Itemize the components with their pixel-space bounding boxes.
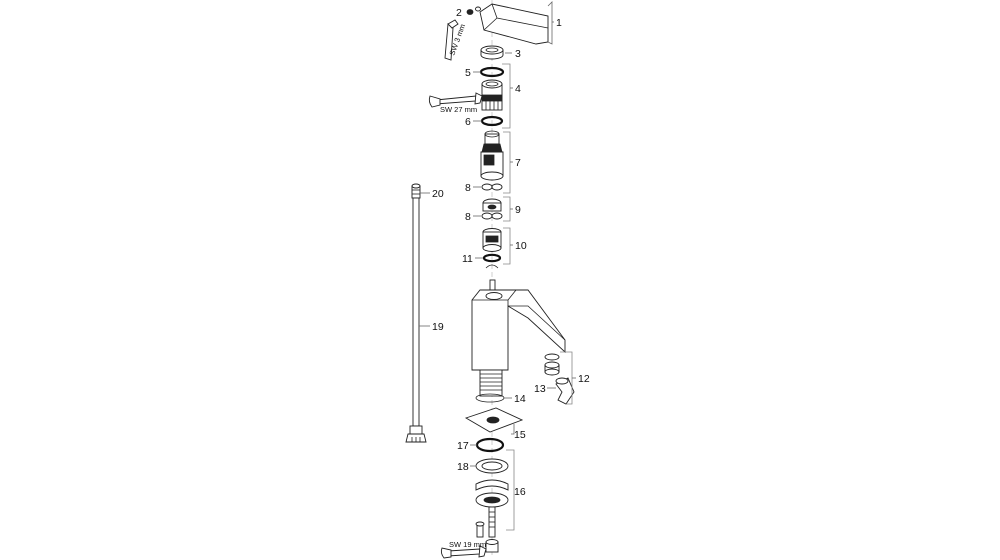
label-part-14: 14	[514, 393, 526, 405]
label-part-12: 12	[578, 373, 590, 385]
part-17-seal-ring	[475, 437, 505, 453]
label-part-8-upper: 8	[465, 182, 471, 194]
hex-key-icon	[444, 19, 459, 61]
bracket-part-10	[503, 227, 511, 265]
wrench-19mm-icon	[440, 545, 487, 559]
part-16-fixing-set	[475, 479, 509, 538]
label-part-3: 3	[515, 48, 521, 60]
part-8-seal-lower	[481, 212, 503, 220]
label-part-9: 9	[515, 204, 521, 216]
label-part-7: 7	[515, 157, 521, 169]
part-20-hose-fitting	[411, 183, 421, 199]
label-part-8-lower: 8	[465, 211, 471, 223]
part-9-insert	[482, 198, 502, 212]
label-part-2: 2	[456, 7, 462, 19]
mixer-body	[471, 279, 566, 397]
part-8-seal-upper	[481, 183, 503, 191]
part-19-flexible-hose	[405, 197, 427, 443]
part-3-cover-ring	[480, 45, 504, 60]
part-18-washer	[475, 458, 509, 474]
label-part-4: 4	[515, 83, 521, 95]
label-part-20: 20	[432, 188, 444, 200]
label-part-11: 11	[462, 253, 473, 265]
part-12-aerator	[544, 353, 560, 376]
fixing-nut	[485, 539, 499, 553]
label-part-6: 6	[465, 116, 471, 128]
label-part-10: 10	[515, 240, 527, 252]
part-11-o-ring	[482, 253, 502, 269]
part-13-swivel-elbow	[555, 377, 575, 405]
part-10-check-valve	[482, 228, 502, 252]
bracket-part-4	[502, 63, 511, 129]
tool-label-wrench-19mm: SW 19 mm	[449, 540, 486, 549]
part-15-base-plate	[464, 407, 524, 433]
bracket-part-16	[506, 449, 515, 531]
label-part-16: 16	[514, 486, 526, 498]
label-part-1: 1	[556, 17, 562, 29]
label-part-15: 15	[514, 429, 526, 441]
label-part-17: 17	[457, 440, 469, 452]
label-part-18: 18	[457, 461, 469, 473]
part-7-cartridge	[480, 130, 504, 181]
bracket-part-9	[503, 196, 511, 222]
label-part-5: 5	[465, 67, 471, 79]
part-2-grub-screw	[466, 6, 481, 15]
bracket-part-7	[503, 131, 511, 194]
part-1-handle	[479, 1, 554, 45]
wrench-27mm-icon	[428, 92, 483, 108]
tool-label-wrench-27mm: SW 27 mm	[440, 105, 477, 114]
label-part-13: 13	[534, 383, 546, 395]
part-4-bonnet-nut	[481, 79, 503, 111]
label-part-19: 19	[432, 321, 444, 333]
